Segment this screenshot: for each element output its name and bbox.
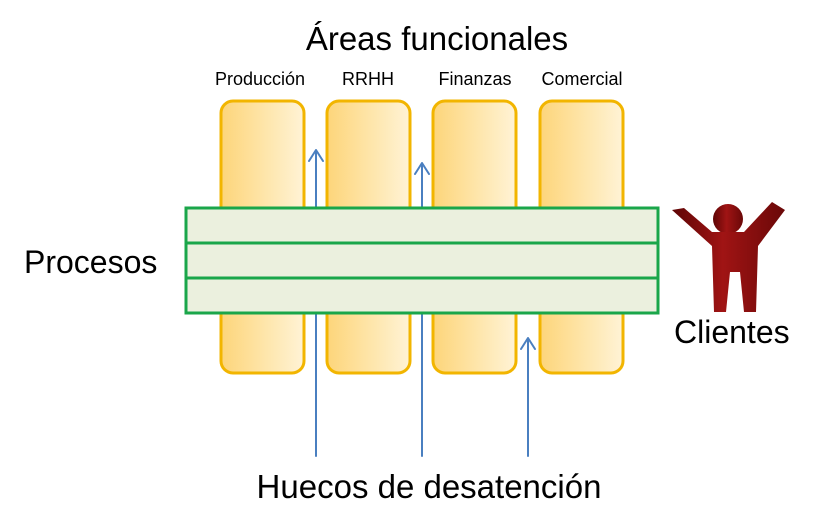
area-label-comercial: Comercial: [541, 69, 623, 89]
customers-label: Clientes: [674, 314, 790, 350]
process-row-2: [184, 241, 660, 280]
process-row-3: [184, 276, 660, 315]
diagram-title: Áreas funcionales: [305, 20, 569, 57]
area-label-rrhh: RRHH: [342, 69, 394, 89]
process-row-1: [184, 206, 660, 245]
gaps-label: Huecos de desatención: [256, 468, 602, 505]
area-label-produccion: Producción: [214, 69, 306, 89]
area-label-finanzas: Finanzas: [438, 69, 512, 89]
processes-label: Procesos: [24, 244, 158, 280]
customer-figure-icon: [672, 202, 785, 312]
processes-band: [184, 206, 660, 315]
gap-arrow-3: [520, 337, 536, 457]
